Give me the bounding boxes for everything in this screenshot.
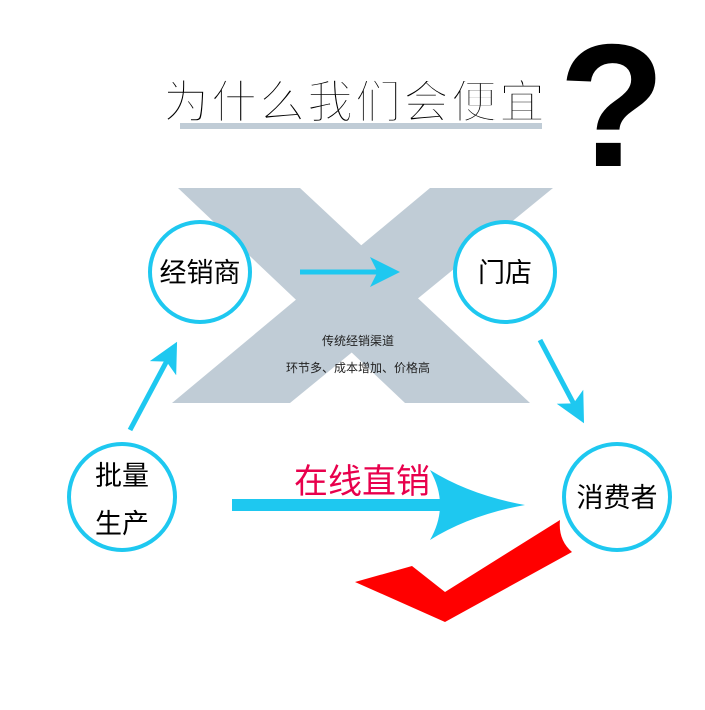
arrow-producer-to-distributor — [127, 341, 178, 432]
node-consumer — [562, 442, 672, 552]
question-mark: ? — [559, 9, 666, 204]
title-underline — [180, 123, 542, 129]
store-label: 门店 — [478, 258, 532, 289]
traditional-channel-desc: 环节多、成本增加、价格高 — [286, 360, 430, 375]
producer-label-2: 生产 — [95, 509, 149, 540]
cross-mark — [172, 188, 553, 403]
node-store — [453, 220, 557, 324]
check-mark-icon — [355, 520, 572, 622]
direct-sales-label: 在线直销 — [294, 462, 430, 502]
node-producer — [67, 442, 177, 552]
traditional-channel-label: 传统经销渠道 — [322, 333, 394, 348]
producer-label-1: 批量 — [95, 461, 149, 492]
title: 为什么我们会便宜 — [163, 75, 547, 129]
consumer-label: 消费者 — [577, 483, 658, 514]
distributor-label: 经销商 — [160, 258, 241, 289]
node-distributor — [148, 220, 252, 324]
arrow-store-to-consumer — [537, 338, 585, 424]
arrow-direct-sales — [232, 470, 525, 540]
